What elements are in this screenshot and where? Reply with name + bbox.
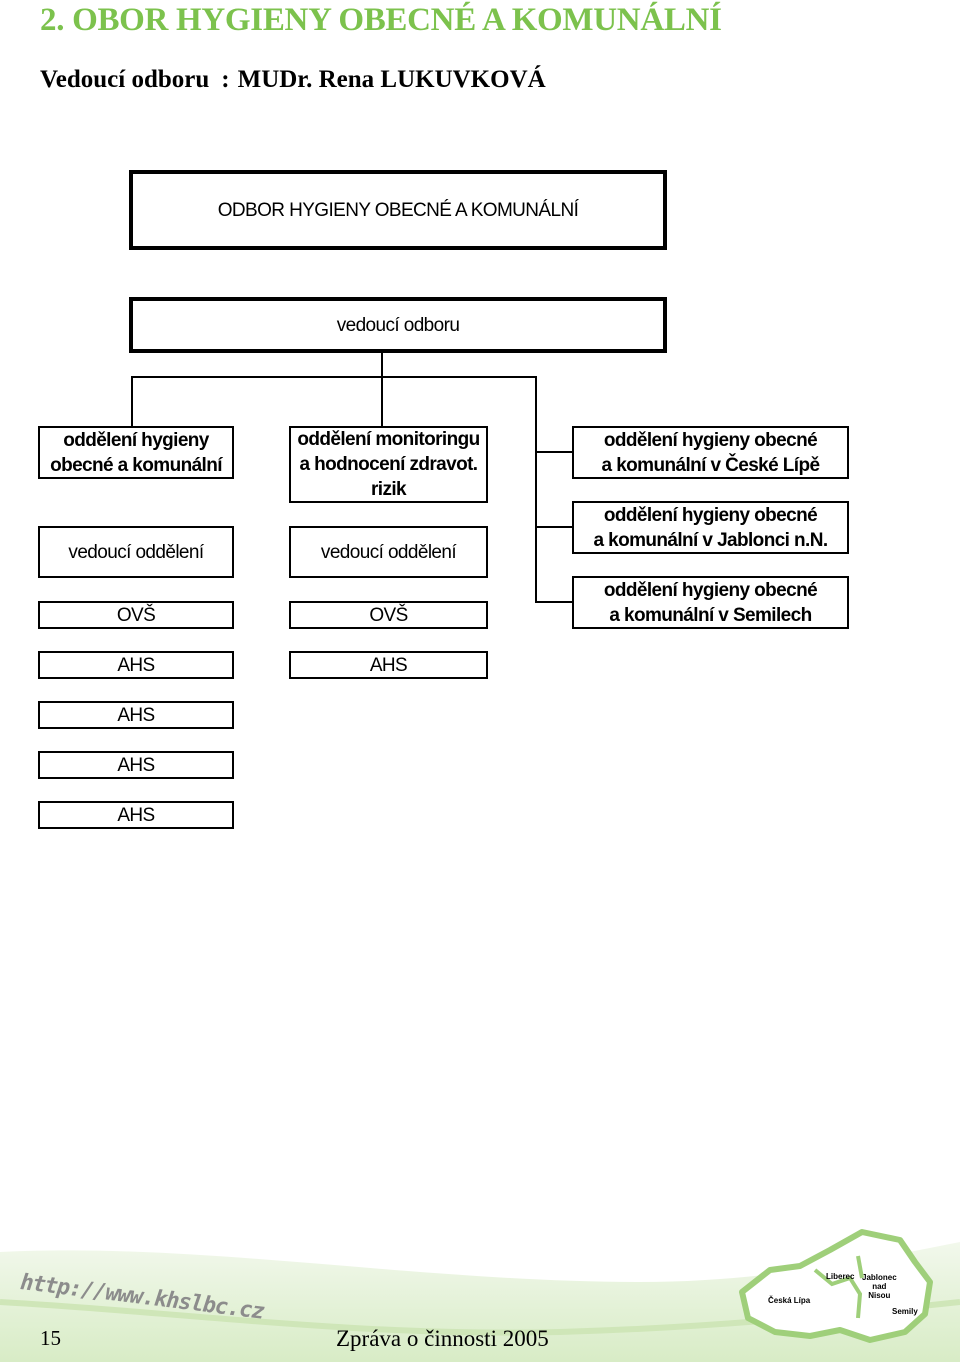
connector-head-down: [381, 351, 383, 377]
page-title: 2. OBOR HYGIENY OBECNÉ A KOMUNÁLNÍ: [40, 2, 722, 38]
org-box-branch-ceska-lipa: oddělení hygieny obecné a komunální v Če…: [572, 426, 849, 479]
footer-decoration: [0, 1222, 960, 1362]
connector-col3-vertical: [535, 376, 537, 603]
region-map-icon: [739, 1229, 933, 1343]
org-box-col1-lead: vedoucí oddělení: [38, 526, 234, 578]
map-label-ceska-lipa: Česká Lípa: [768, 1296, 811, 1305]
org-box-col2-dept: oddělení monitoringu a hodnocení zdravot…: [289, 426, 488, 503]
org-box-col1-dept: oddělení hygieny obecné a komunální: [38, 426, 234, 479]
map-label-jablonec: Jablonec nad Nisou: [862, 1273, 897, 1300]
org-box-col1-unit: OVŠ: [38, 601, 234, 629]
org-box-branch-semily: oddělení hygieny obecné a komunální v Se…: [572, 576, 849, 629]
connector-horizontal-bus: [131, 376, 537, 378]
org-box-branch-jablonec: oddělení hygieny obecné a komunální v Ja…: [572, 501, 849, 554]
department-head-line: Vedoucí odboru: MUDr. Rena LUKUVKOVÁ: [40, 66, 546, 94]
org-box-col2-lead: vedoucí oddělení: [289, 526, 488, 578]
connector-col2-drop: [381, 376, 383, 427]
org-box-col2-unit: OVŠ: [289, 601, 488, 629]
head-separator: :: [221, 66, 230, 93]
map-label-semily: Semily: [892, 1307, 918, 1316]
org-box-department: ODBOR HYGIENY OBECNÉ A KOMUNÁLNÍ: [129, 170, 667, 250]
org-box-col1-unit: AHS: [38, 701, 234, 729]
org-box-col1-unit: AHS: [38, 801, 234, 829]
page-number: 15: [40, 1326, 61, 1350]
org-box-col2-unit: AHS: [289, 651, 488, 679]
head-label: Vedoucí odboru: [40, 66, 210, 93]
connector-branch-1: [535, 451, 574, 453]
footer-wave-graphic: [0, 1229, 960, 1362]
head-name: MUDr. Rena LUKUVKOVÁ: [237, 66, 546, 93]
org-box-head-label: vedoucí odboru: [336, 314, 460, 336]
report-title: Zpráva o činnosti 2005: [336, 1326, 549, 1351]
connector-col1-drop: [131, 376, 133, 427]
org-box-col1-unit: AHS: [38, 751, 234, 779]
connector-branch-2: [535, 526, 574, 528]
org-box-col1-unit: AHS: [38, 651, 234, 679]
org-box-head: vedoucí odboru: [129, 297, 667, 353]
org-box-department-label: ODBOR HYGIENY OBECNÉ A KOMUNÁLNÍ: [217, 199, 579, 221]
map-label-liberec: Liberec: [826, 1272, 855, 1281]
connector-branch-3: [535, 601, 574, 603]
